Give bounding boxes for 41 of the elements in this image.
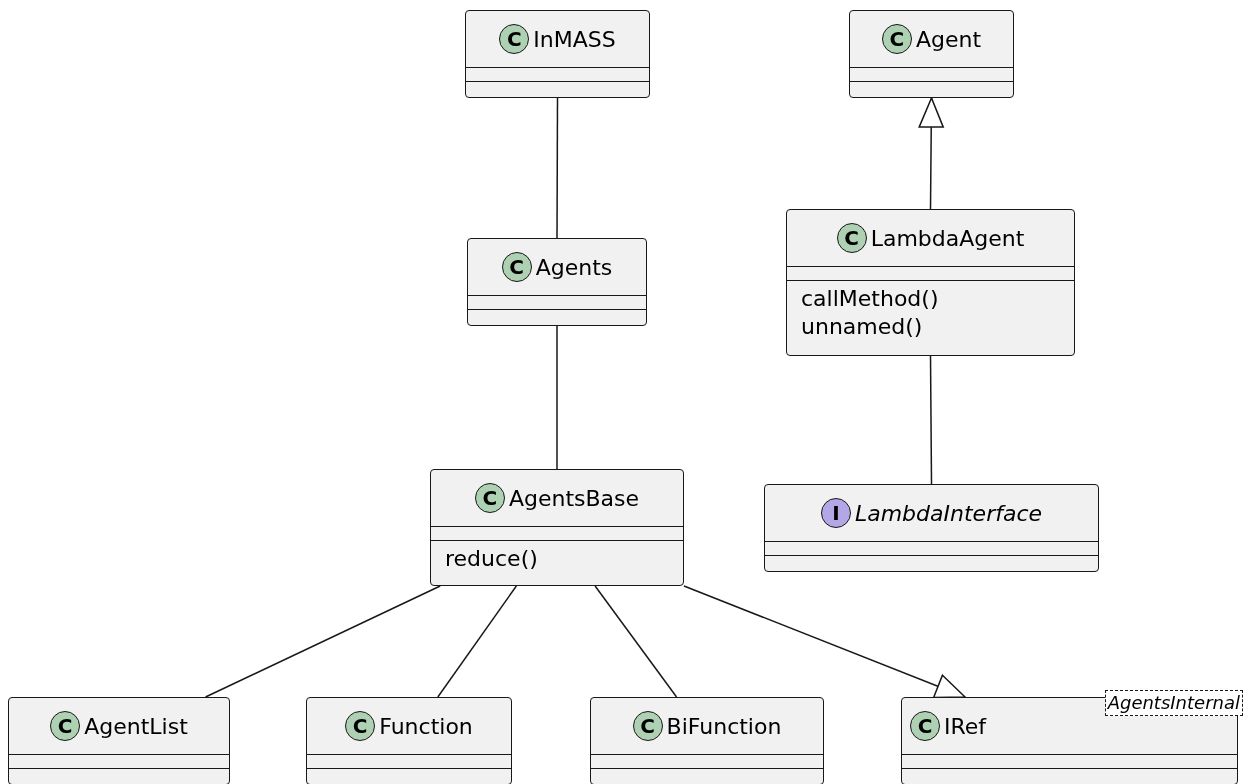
class-name: AgentList: [84, 713, 188, 739]
class-box: [849, 10, 1014, 98]
stereotype-icon: C: [499, 24, 530, 54]
stereotype-icon: C: [474, 483, 505, 513]
association-line: [556, 325, 558, 470]
template-parameter: AgentsInternal: [1104, 690, 1243, 716]
method-name: unnamed(): [801, 313, 923, 341]
association-line: [594, 585, 678, 698]
association-line: [204, 585, 441, 698]
stereotype-icon: C: [50, 711, 81, 741]
inheritance-arrow: [918, 97, 944, 210]
class-name: AgentsBase: [508, 485, 640, 511]
class-name: Agents: [535, 254, 613, 280]
class-box: [590, 697, 824, 784]
class-box: [764, 484, 1099, 572]
stereotype-icon: C: [632, 711, 663, 741]
class-name: Function: [379, 713, 473, 739]
stereotype-icon: C: [501, 252, 532, 282]
class-box: [8, 697, 230, 784]
stereotype-icon: I: [820, 498, 851, 528]
stereotype-icon: C: [881, 24, 912, 54]
inheritance-arrow: [683, 585, 966, 699]
class-name: Agent: [915, 26, 982, 52]
class-name: IRef: [944, 713, 987, 739]
class-name: InMASS: [533, 26, 616, 52]
class-box: [465, 10, 650, 98]
class-name: BiFunction: [666, 713, 782, 739]
class-name: LambdaInterface: [854, 500, 1043, 526]
class-box: [786, 209, 1075, 356]
method-name: callMethod(): [801, 285, 939, 313]
method-name: reduce(): [445, 545, 538, 573]
class-box: [430, 469, 684, 586]
stereotype-icon: C: [345, 711, 376, 741]
association-line: [556, 97, 559, 239]
class-box: [467, 238, 647, 326]
association-line: [929, 355, 933, 485]
class-box: [306, 697, 512, 784]
stereotype-icon: C: [910, 711, 940, 741]
stereotype-icon: C: [836, 223, 867, 253]
class-name: LambdaAgent: [870, 225, 1025, 251]
association-line: [437, 585, 518, 698]
